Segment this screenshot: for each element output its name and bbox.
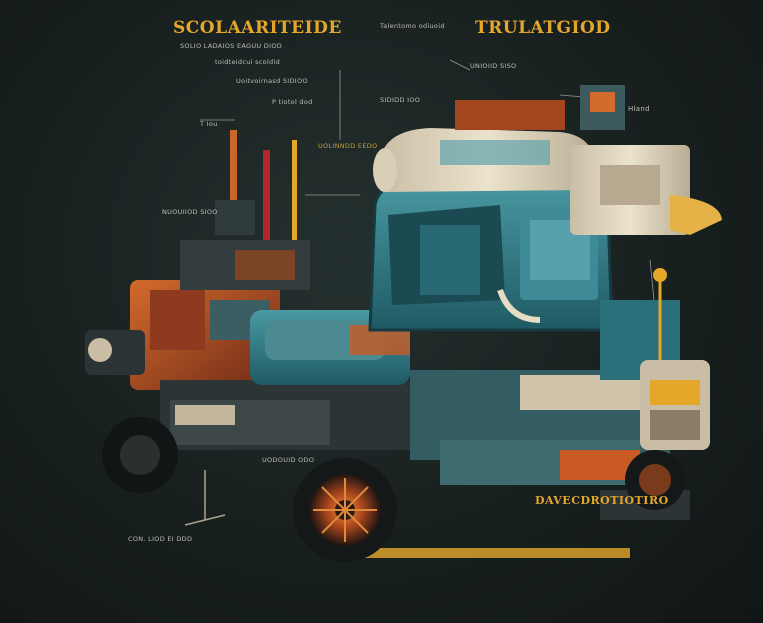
rear-wheel	[102, 417, 178, 493]
truck-cab	[368, 176, 680, 380]
caption-12: SIDIDD IOO	[380, 96, 421, 104]
caption-8: UOLINNDD EEDO	[318, 142, 378, 150]
caption-4: Talentomo odiuoid	[380, 22, 445, 30]
caption-5: P tiotol dod	[272, 98, 313, 106]
caption-3: Uoitvoirnasd SIDIOO	[236, 77, 308, 85]
caption-2: toidteidcui scoldid	[215, 58, 281, 66]
right-title: TRULATGIOD	[475, 18, 611, 38]
chassis-rail	[330, 548, 630, 558]
roof-tank	[373, 85, 722, 235]
caption-11: CON. LIOD EI DDD	[128, 535, 193, 543]
truck-body	[160, 310, 670, 485]
front-wheel	[293, 458, 397, 562]
caption-10: UODOUID ODO	[262, 456, 315, 464]
left-title: SCOLAARITEIDE	[173, 18, 342, 38]
front-wheel-2	[625, 450, 685, 510]
caption-9: NUOUIIOD SIOO	[162, 208, 218, 216]
caption-1: SOLIO LADAIOS EAGUU DIOD	[180, 42, 283, 50]
caption-7: UNIOIID SISO	[470, 62, 517, 70]
stand	[184, 470, 226, 526]
bottom-right-title: DAVECDROTIOTIRO	[535, 494, 669, 507]
engine-section	[85, 240, 310, 390]
stacks	[215, 130, 297, 245]
side-note: Hland	[628, 105, 650, 113]
caption-6: T Iou	[200, 120, 218, 128]
